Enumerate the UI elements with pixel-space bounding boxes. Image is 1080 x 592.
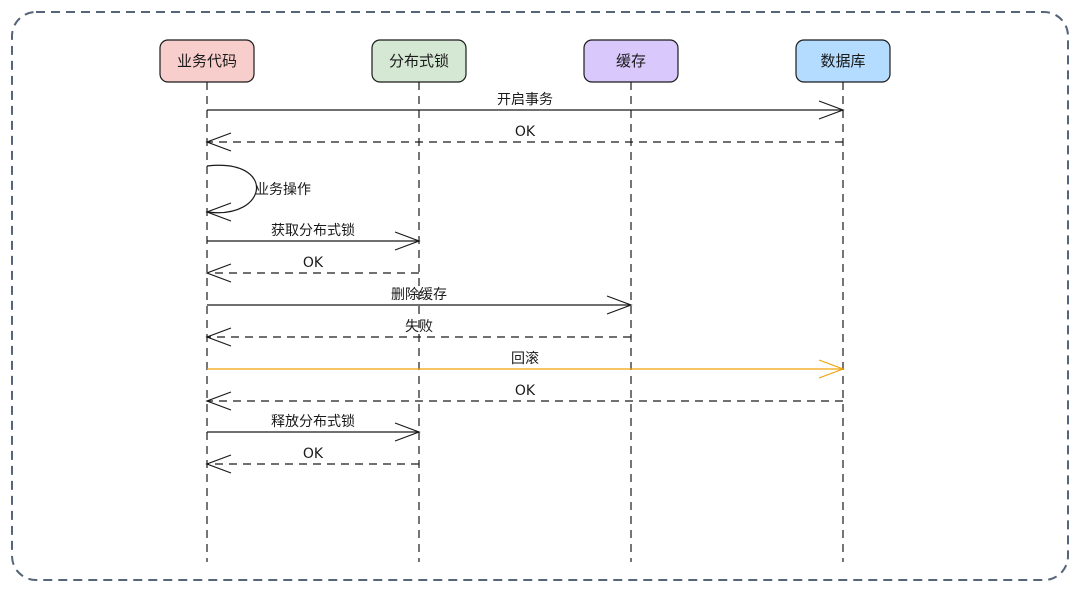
- arrow-head: [606, 295, 633, 315]
- arrow-head: [205, 202, 232, 222]
- arrow-head: [818, 359, 845, 379]
- self-loop: [206, 164, 258, 214]
- participants: 业务代码 分布式锁 缓存 数据库: [159, 39, 891, 83]
- message-9: OK: [205, 383, 843, 411]
- arrow-head: [205, 454, 232, 474]
- participant-label: 缓存: [616, 52, 646, 70]
- participant-biz[interactable]: 业务代码: [159, 39, 255, 83]
- message-2: OK: [205, 124, 843, 152]
- message-3: 业务操作: [205, 164, 311, 222]
- arrow-head: [394, 231, 421, 251]
- participant-db[interactable]: 数据库: [795, 39, 891, 83]
- arrow-head: [205, 263, 232, 283]
- message-label: OK: [303, 446, 324, 462]
- message-11: OK: [205, 446, 419, 474]
- participant-cache[interactable]: 缓存: [583, 39, 679, 83]
- message-label: OK: [515, 383, 536, 399]
- message-label: 失败: [405, 319, 433, 335]
- arrow-head: [205, 391, 232, 411]
- message-7: 失败: [205, 319, 631, 347]
- message-label: 释放分布式锁: [271, 414, 355, 430]
- message-6: 删除缓存: [207, 287, 633, 315]
- participant-box: [159, 39, 255, 83]
- participant-label: 分布式锁: [389, 52, 449, 70]
- message-label: 回滚: [511, 350, 539, 367]
- participant-box: [371, 39, 467, 83]
- outer-frame: [11, 11, 1069, 581]
- message-5: OK: [205, 255, 419, 283]
- message-label: 获取分布式锁: [271, 223, 355, 239]
- message-label: 开启事务: [497, 92, 553, 108]
- arrow-head: [394, 422, 421, 442]
- lifelines: [206, 82, 844, 562]
- message-label: 删除缓存: [391, 287, 447, 303]
- participant-box: [583, 39, 679, 83]
- message-label: OK: [515, 124, 536, 140]
- participant-lock[interactable]: 分布式锁: [371, 39, 467, 83]
- message-8: 回滚: [207, 350, 845, 379]
- participant-label: 业务代码: [177, 52, 237, 70]
- message-4: 获取分布式锁: [207, 223, 421, 251]
- participant-label: 数据库: [820, 52, 865, 70]
- message-10: 释放分布式锁: [207, 414, 421, 442]
- arrow-head: [205, 327, 232, 347]
- message-label: 业务操作: [255, 182, 311, 198]
- message-1: 开启事务: [207, 92, 845, 120]
- arrow-head: [818, 100, 845, 120]
- arrow-head: [205, 132, 232, 152]
- message-label: OK: [303, 255, 324, 271]
- participant-box: [795, 39, 891, 83]
